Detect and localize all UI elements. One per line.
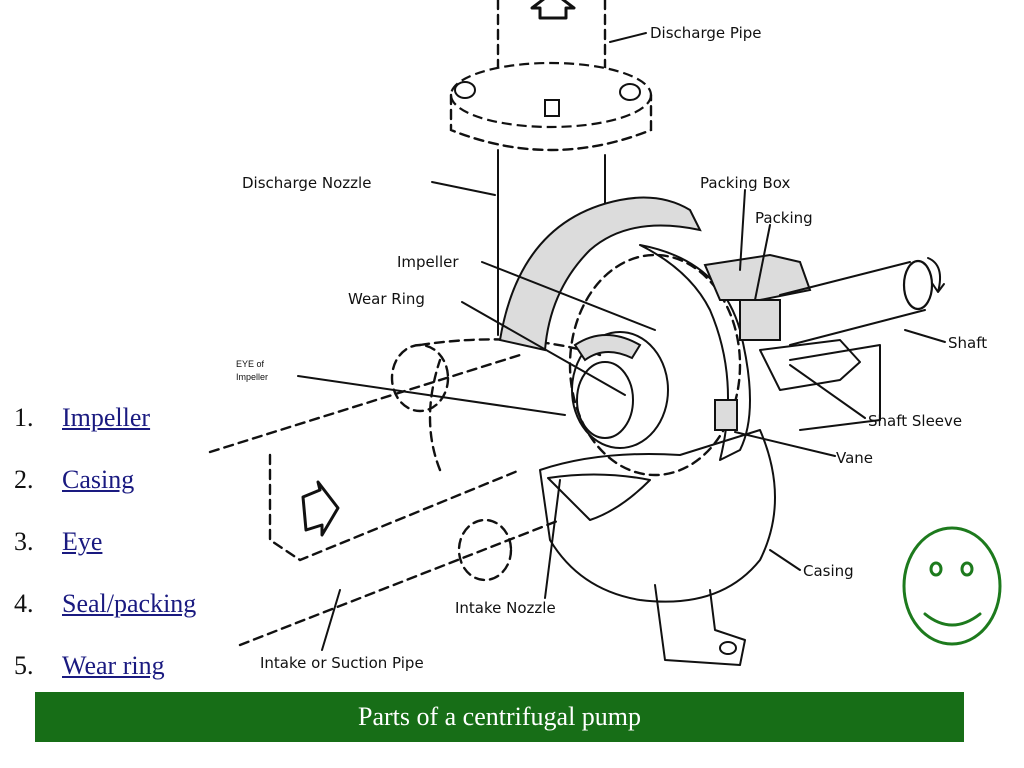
list-item: 5.Wear ring: [14, 651, 165, 680]
label-discharge-nozzle: Discharge Nozzle: [242, 174, 371, 192]
label-wear-ring: Wear Ring: [348, 290, 425, 308]
list-item: 4.Seal/packing: [14, 589, 197, 618]
label-discharge-pipe: Discharge Pipe: [650, 24, 762, 42]
label-packing: Packing: [755, 209, 813, 227]
link-seal-packing[interactable]: Seal/packing: [62, 589, 197, 618]
list-item: 2.Casing: [14, 465, 135, 494]
pump-base: [654, 584, 746, 666]
label-intake-nozzle: Intake Nozzle: [455, 599, 556, 617]
label-eye-impeller: Impeller: [236, 372, 268, 382]
parts-list: 1.Impeller 2.Casing 3.Eye 4.Seal/packing…: [14, 400, 196, 710]
label-shaft: Shaft: [948, 334, 987, 352]
label-shaft-sleeve: Shaft Sleeve: [868, 412, 962, 430]
shaft: [779, 259, 934, 431]
label-impeller: Impeller: [397, 253, 459, 271]
impeller: [568, 244, 751, 477]
link-eye[interactable]: Eye: [62, 527, 103, 556]
packing-box: [703, 253, 861, 391]
link-wear-ring[interactable]: Wear ring: [62, 651, 165, 680]
label-eye-of: EYE of: [236, 359, 265, 369]
arrow-up-icon: [530, 0, 576, 20]
label-casing: Casing: [803, 562, 854, 580]
arrow-right-icon: [301, 480, 340, 537]
link-impeller[interactable]: Impeller: [62, 403, 151, 432]
discharge-flange: [449, 61, 653, 152]
rotation-arrow-icon: [927, 257, 945, 293]
list-item: 1.Impeller: [14, 403, 151, 432]
smiley-face-icon: [902, 526, 1002, 646]
pump-casing: [498, 196, 776, 603]
caption-banner: Parts of a centrifugal pump: [35, 692, 964, 742]
link-casing[interactable]: Casing: [62, 465, 135, 494]
leader-lines: [297, 32, 946, 651]
label-packing-box: Packing Box: [700, 174, 790, 192]
list-item: 3.Eye: [14, 527, 103, 556]
label-intake-pipe: Intake or Suction Pipe: [260, 654, 424, 672]
label-vane: Vane: [836, 449, 873, 467]
